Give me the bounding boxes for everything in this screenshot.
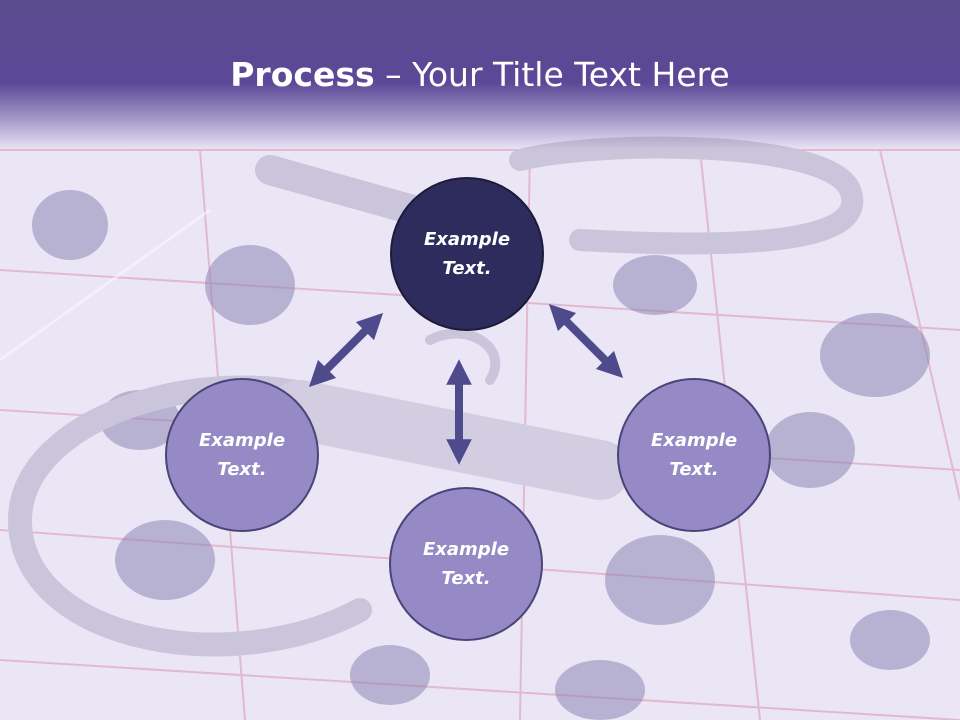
node-top: Example Text.	[390, 177, 544, 331]
node-right: Example Text.	[617, 378, 771, 532]
title-regular-part: – Your Title Text Here	[374, 55, 730, 94]
node-bottom: Example Text.	[389, 487, 543, 641]
arrow-top-left	[308, 312, 384, 388]
node-left-label: Example Text.	[198, 430, 286, 480]
node-bottom-label: Example Text.	[422, 539, 510, 589]
node-left: Example Text.	[165, 378, 319, 532]
slide-title: Process – Your Title Text Here	[0, 52, 960, 98]
node-right-label: Example Text.	[650, 430, 738, 480]
node-top-label: Example Text.	[423, 229, 511, 279]
title-banner: Process – Your Title Text Here	[0, 0, 960, 150]
arrow-top-right	[548, 303, 624, 379]
title-bold-part: Process	[230, 55, 375, 94]
